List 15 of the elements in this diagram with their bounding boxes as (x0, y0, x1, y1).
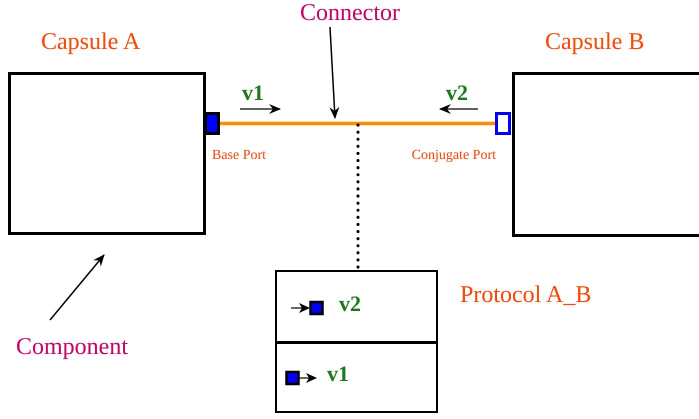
signal-label: v2 (339, 291, 361, 317)
capsule-title: Capsule B (545, 29, 644, 56)
capsule-title: Capsule A (41, 29, 140, 56)
port-label: Base Port (212, 148, 266, 164)
dotted-line (356, 124, 360, 272)
callout-label: Connector (300, 0, 400, 27)
callout-label: Component (16, 334, 128, 361)
protocol-title: Protocol A_B (460, 282, 592, 309)
leader-line (329, 26, 340, 119)
port-label: Conjugate Port (412, 148, 496, 164)
connector-line (220, 122, 495, 126)
signal-label: v1 (242, 80, 264, 106)
leader-line (49, 254, 105, 320)
signal-label: v2 (446, 80, 468, 106)
signal-label: v1 (327, 361, 349, 387)
